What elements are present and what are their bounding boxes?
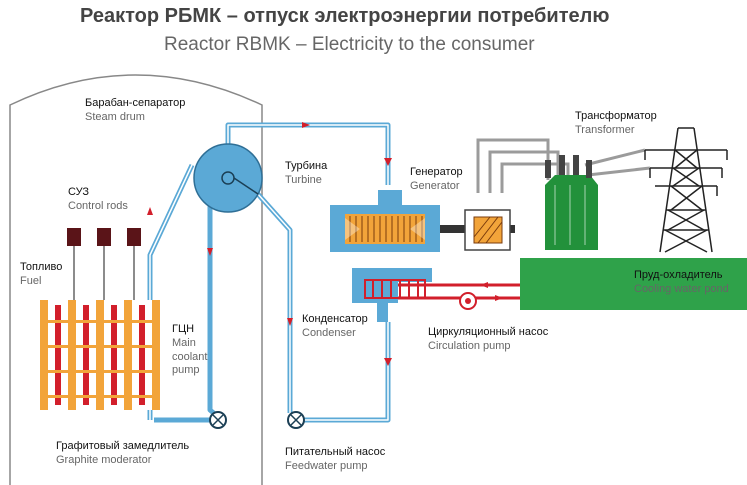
- label-circulation-pump: Циркуляционный насос Circulation pump: [428, 326, 549, 352]
- label-control-rods: СУЗ Control rods: [68, 186, 128, 212]
- circulation-pump: [459, 292, 477, 310]
- main-coolant-pump: [209, 411, 227, 429]
- generator-cables: [476, 138, 651, 193]
- title-en: Reactor RBMK – Electricity to the consum…: [164, 34, 535, 55]
- feedwater-pump: [287, 411, 305, 429]
- cooling-arrows: [480, 282, 503, 301]
- control-rods: [67, 228, 141, 300]
- transformer: [545, 155, 598, 250]
- turbine: [330, 190, 440, 252]
- generator: [464, 209, 511, 251]
- reactor-core: [40, 300, 160, 410]
- label-feedwater-pump: Питательный насос Feedwater pump: [285, 446, 386, 472]
- label-fuel: Топливо Fuel: [20, 261, 63, 287]
- title-ru: Реактор РБМК – отпуск электроэнергии пот…: [80, 5, 610, 27]
- label-main-coolant-pump: ГЦН Main coolant pump: [172, 323, 208, 377]
- condenser: [352, 268, 432, 322]
- label-turbine: Турбина Turbine: [285, 160, 328, 186]
- power-pylon: [644, 127, 728, 253]
- label-condenser: Конденсатор Condenser: [302, 313, 368, 339]
- label-transformer: Трансформатор Transformer: [575, 110, 657, 136]
- label-graphite-moderator: Графитовый замедлитель Graphite moderato…: [56, 440, 190, 466]
- label-cooling-pond: Пруд-охладитель Cooling water pond: [634, 269, 729, 295]
- steam-drum: [193, 143, 263, 213]
- cooling-water-pond: [520, 258, 747, 310]
- flow-arrows: [147, 122, 392, 366]
- reactor-building: [9, 74, 263, 485]
- label-steam-drum: Барабан-сепаратор Steam drum: [85, 97, 186, 123]
- label-generator: Генератор Generator: [410, 166, 463, 192]
